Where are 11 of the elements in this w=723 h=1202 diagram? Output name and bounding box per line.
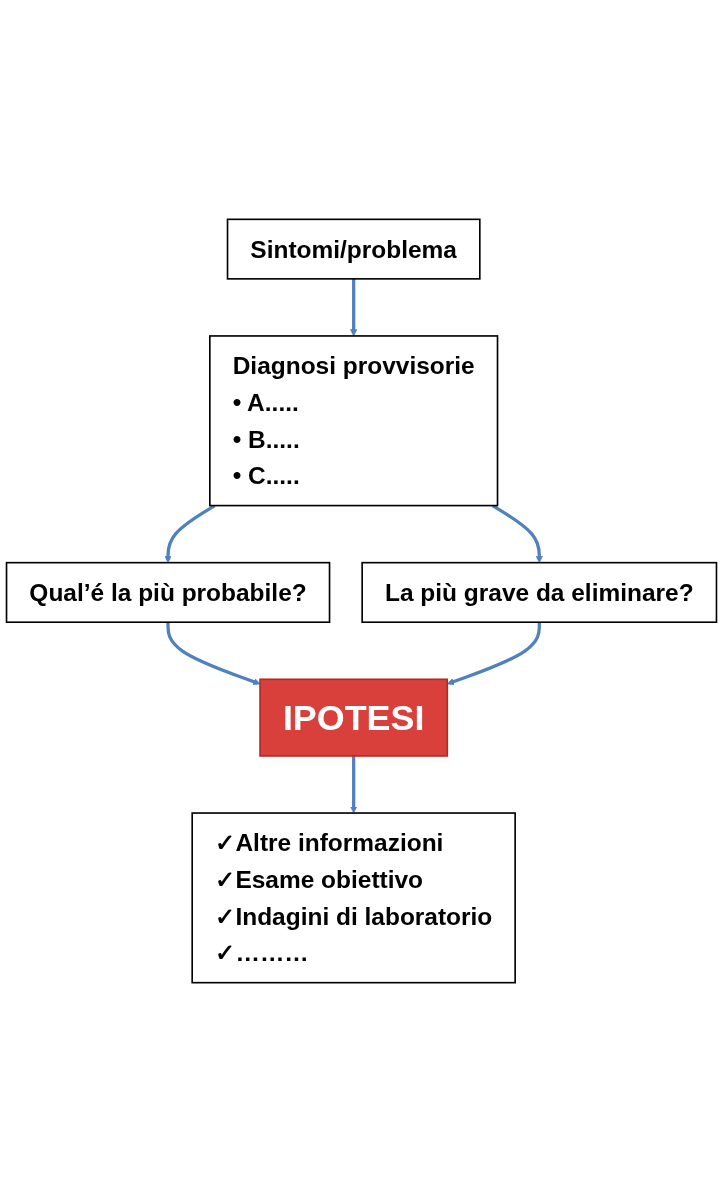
arrow bbox=[164, 504, 216, 563]
arrow bbox=[491, 504, 543, 563]
arrow bbox=[166, 622, 261, 686]
node-box: Qual’é la più probabile? bbox=[5, 561, 331, 623]
node-box: ✓Altre informazioni ✓Esame obiettivo ✓Indagini di laboratorio ✓……… bbox=[191, 812, 516, 984]
node-box: Diagnosi provvisorie • A..... • B..... • C..... bbox=[209, 335, 499, 507]
node-box: IPOTESI bbox=[259, 678, 449, 757]
arrow bbox=[350, 278, 358, 337]
node-box: Sintomi/problema bbox=[226, 218, 481, 280]
node-box: La più grave da eliminare? bbox=[361, 561, 718, 623]
arrow bbox=[350, 755, 358, 814]
